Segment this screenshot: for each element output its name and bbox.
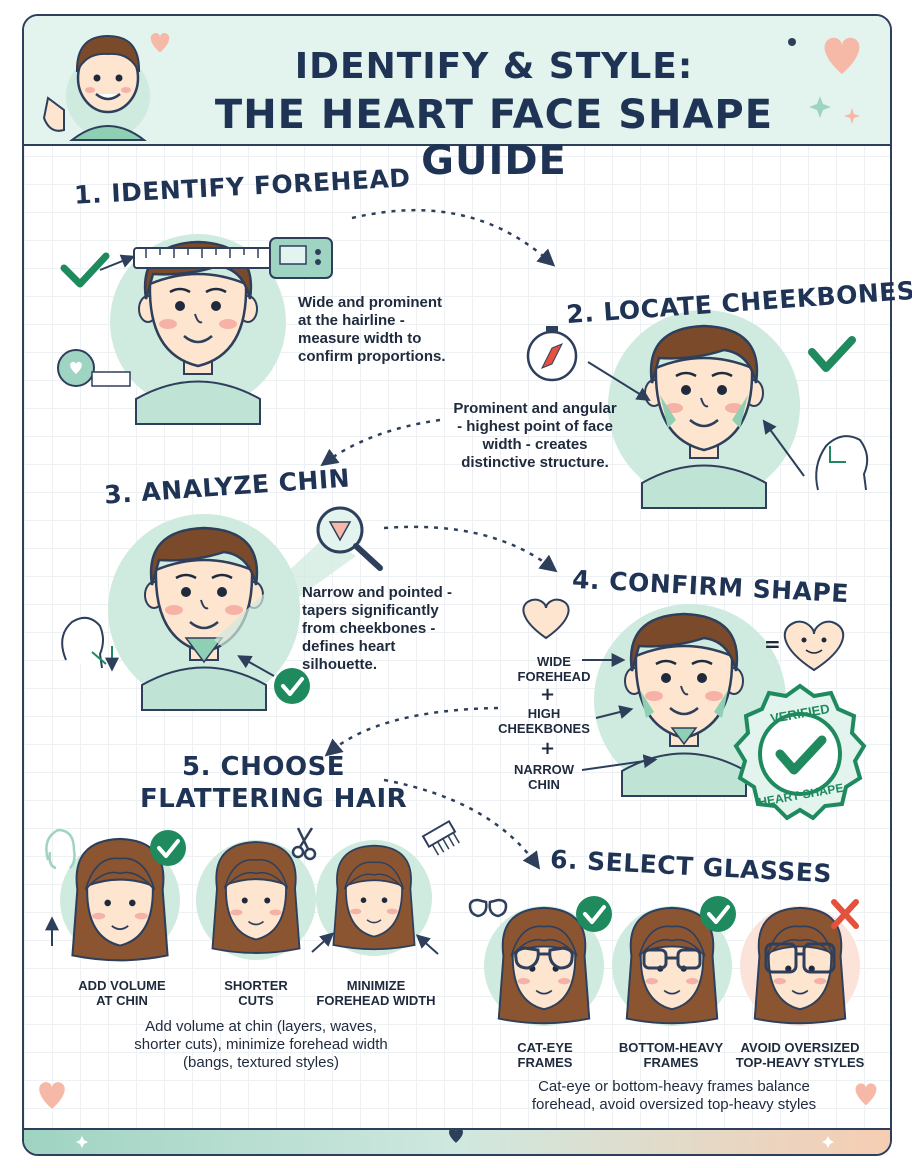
check-icon bbox=[808, 336, 856, 372]
label-line: NARROW bbox=[514, 762, 574, 777]
scissors-icon bbox=[291, 827, 317, 861]
step5-title-line2: FLATTERING HAIR bbox=[140, 784, 408, 814]
heart-icon bbox=[522, 598, 845, 672]
glasses-option-avoid: AVOID OVERSIZED TOP-HEAVY STYLES bbox=[734, 1040, 866, 1070]
step2-description: Prominent and angular - highest point of… bbox=[440, 400, 630, 472]
step2-illustration bbox=[526, 310, 869, 510]
step2-desc-line: Prominent and angular bbox=[453, 400, 617, 417]
step3-desc-line: from cheekbones - bbox=[302, 620, 436, 637]
label-high-cheekbones: HIGH CHEEKBONES bbox=[492, 706, 596, 736]
step6-desc-line: Cat-eye or bottom-heavy frames balance bbox=[538, 1078, 810, 1095]
option-line: BOTTOM-HEAVY bbox=[618, 1040, 724, 1055]
glasses-option-bottomheavy: BOTTOM-HEAVY FRAMES bbox=[612, 1040, 730, 1070]
cross-icon bbox=[831, 899, 859, 929]
glasses-on-faces bbox=[514, 942, 836, 974]
step3-desc-line: Narrow and pointed - bbox=[302, 584, 452, 601]
label-line: HIGH bbox=[527, 706, 561, 721]
step3-desc-line: defines heart bbox=[302, 638, 396, 655]
label-line: CHEEKBONES bbox=[498, 721, 590, 736]
hair-option-shorter: SHORTER CUTS bbox=[206, 978, 306, 1008]
compass-icon bbox=[526, 326, 578, 382]
option-line: TOP-HEAVY STYLES bbox=[735, 1055, 865, 1070]
infographic-card: IDENTIFY & STYLE: THE HEART FACE SHAPE G… bbox=[22, 14, 892, 1156]
step1-description: Wide and prominent at the hairline - mea… bbox=[298, 294, 446, 366]
hair-silhouette-icon bbox=[45, 828, 76, 870]
label-line: WIDE bbox=[537, 654, 571, 669]
step1-illustration bbox=[57, 234, 333, 426]
equals-sign: = bbox=[764, 632, 781, 656]
glasses-icon bbox=[468, 898, 508, 918]
step6-description: Cat-eye or bottom-heavy frames balance f… bbox=[504, 1078, 844, 1114]
check-icon bbox=[148, 828, 188, 868]
step3-description: Narrow and pointed - tapers significantl… bbox=[302, 584, 452, 674]
step4-illustration bbox=[522, 598, 867, 821]
heart-icon bbox=[449, 1128, 463, 1143]
label-line: CHIN bbox=[528, 777, 560, 792]
head-profile-icon bbox=[815, 435, 869, 491]
step5-illustration bbox=[45, 819, 460, 962]
step3-desc-line: silhouette. bbox=[302, 656, 378, 673]
option-line: FOREHEAD WIDTH bbox=[316, 993, 436, 1008]
step5-desc-line: shorter cuts), minimize forehead width bbox=[134, 1036, 388, 1053]
head-profile-icon bbox=[61, 616, 119, 672]
option-line: SHORTER bbox=[224, 978, 288, 993]
check-icon bbox=[60, 252, 110, 288]
step3-illustration bbox=[61, 506, 383, 712]
title-line-1: IDENTIFY & STYLE: bbox=[294, 46, 694, 87]
verified-seal bbox=[733, 683, 867, 821]
step1-desc-line: Wide and prominent bbox=[298, 294, 443, 311]
label-line: FOREHEAD bbox=[517, 669, 591, 684]
tape-measure-icon bbox=[57, 349, 131, 387]
label-wide-forehead: WIDE FOREHEAD bbox=[512, 654, 596, 684]
step3-desc-line: tapers significantly bbox=[302, 602, 439, 619]
comb-icon bbox=[421, 819, 460, 856]
option-line: ADD VOLUME bbox=[78, 978, 166, 993]
waving-person-icon bbox=[42, 34, 150, 141]
option-line: FRAMES bbox=[643, 1055, 699, 1070]
step5-title-line1: 5. CHOOSE bbox=[182, 752, 346, 782]
step5-desc-line: Add volume at chin (layers, waves, bbox=[145, 1018, 377, 1035]
plus-sign: + bbox=[540, 684, 556, 705]
step5-desc-line: (bangs, textured styles) bbox=[183, 1054, 339, 1071]
plus-sign: + bbox=[540, 738, 556, 759]
glasses-option-cateye: CAT-EYE FRAMES bbox=[500, 1040, 590, 1070]
option-line: CAT-EYE bbox=[517, 1040, 573, 1055]
step2-desc-line: - highest point of face bbox=[457, 418, 613, 435]
digital-meter-icon bbox=[269, 237, 333, 279]
step2-desc-line: width - creates bbox=[482, 436, 588, 453]
header-banner: IDENTIFY & STYLE: THE HEART FACE SHAPE G… bbox=[24, 16, 890, 184]
step1-desc-line: measure width to bbox=[298, 330, 422, 347]
step2-desc-line: distinctive structure. bbox=[461, 454, 609, 471]
check-icon bbox=[698, 894, 738, 934]
magnifier-icon bbox=[316, 506, 383, 571]
sparkle-icon bbox=[76, 1136, 834, 1148]
hair-option-volume: ADD VOLUME AT CHIN bbox=[62, 978, 182, 1008]
step1-desc-line: at the hairline - bbox=[298, 312, 405, 329]
hair-option-minimize: MINIMIZE FOREHEAD WIDTH bbox=[312, 978, 440, 1008]
option-line: AT CHIN bbox=[96, 993, 148, 1008]
step5-description: Add volume at chin (layers, waves, short… bbox=[96, 1018, 426, 1072]
option-line: FRAMES bbox=[517, 1055, 573, 1070]
sparkle-icon bbox=[788, 38, 860, 124]
check-icon bbox=[574, 894, 614, 934]
option-line: MINIMIZE bbox=[346, 978, 406, 993]
option-line: AVOID OVERSIZED bbox=[740, 1040, 860, 1055]
step6-desc-line: forehead, avoid oversized top-heavy styl… bbox=[531, 1096, 817, 1113]
step6-illustration bbox=[468, 894, 860, 1026]
option-line: CUTS bbox=[238, 993, 274, 1008]
title-line-2: THE HEART FACE SHAPE GUIDE bbox=[214, 92, 774, 184]
connector-arrows bbox=[320, 208, 558, 870]
step1-desc-line: confirm proportions. bbox=[298, 348, 446, 365]
label-narrow-chin: NARROW CHIN bbox=[506, 762, 582, 792]
